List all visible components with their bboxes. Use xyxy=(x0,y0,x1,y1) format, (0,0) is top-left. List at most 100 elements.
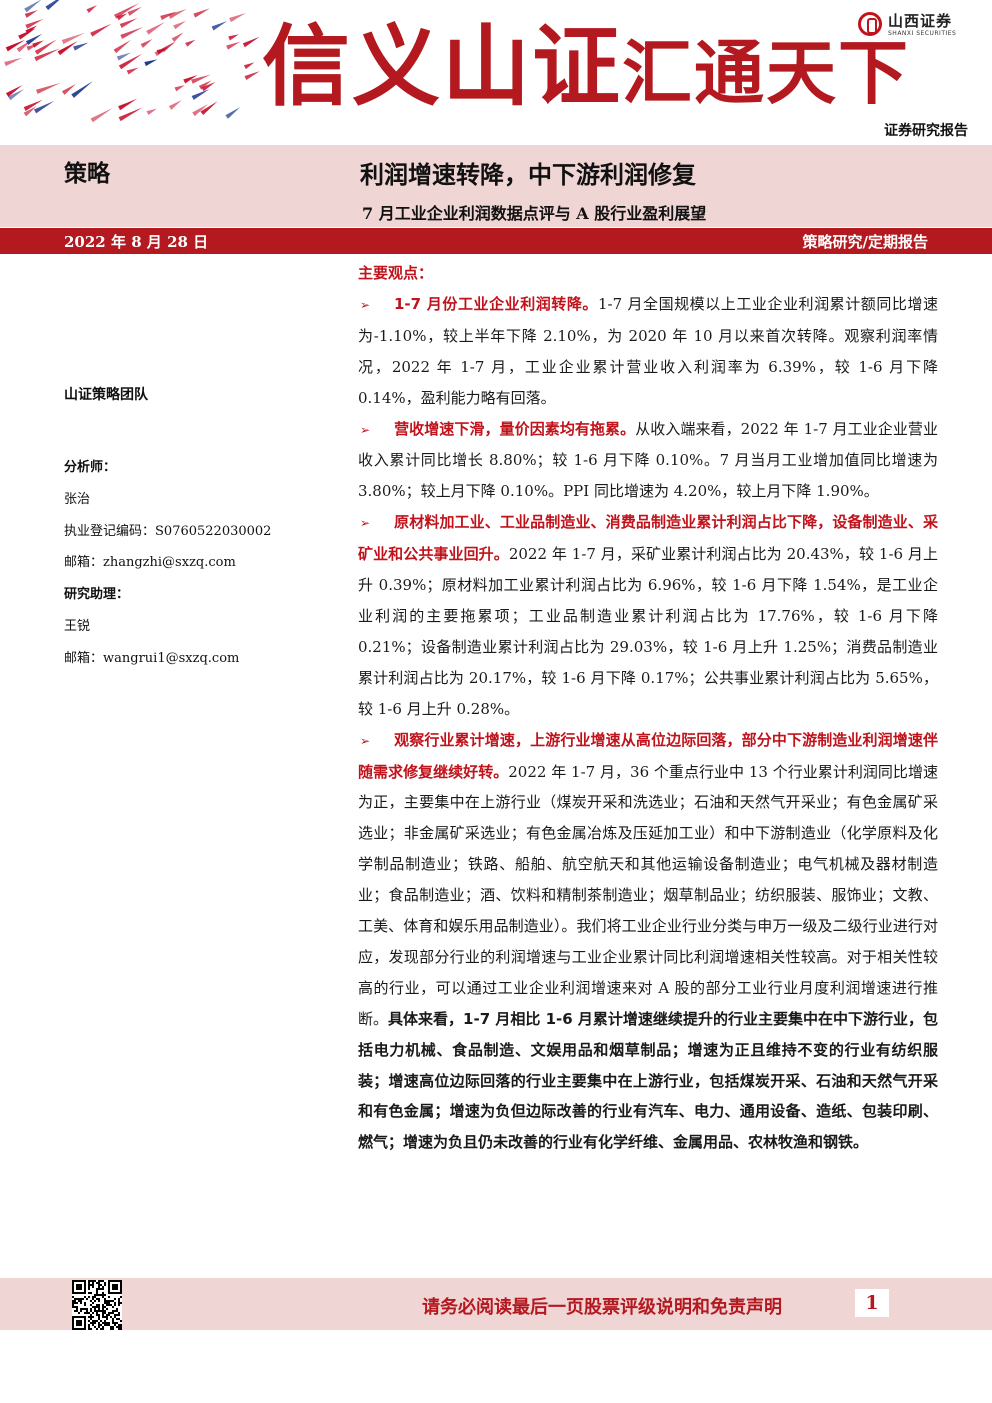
company-logo: 山西证券 SHANXI SECURITIES xyxy=(858,10,973,42)
arrow-bullet-icon: ➢ xyxy=(360,422,371,437)
slogan-part1: 信义山证 xyxy=(262,14,623,118)
arrow-shape xyxy=(73,42,89,51)
point-text: 2022 年 1-7 月，36 个重点行业中 13 个行业累计利润同比增速为正，… xyxy=(358,762,938,1028)
arrow-shape xyxy=(119,101,131,110)
title-band xyxy=(0,145,992,227)
header-banner: 信义山证汇通天下 山西证券 SHANXI SECURITIES 证券研究报告 xyxy=(0,0,992,142)
key-point: ➢1-7 月份工业企业利润转降。1-7 月全国规模以上工业企业利润累计额同比增速… xyxy=(358,289,938,414)
point-highlight: 原材料加工业、工业品制造业、消费品制造业累计利润占比下降，设备制造业、采矿业和公… xyxy=(358,513,938,564)
arrow-bullet-icon: ➢ xyxy=(360,733,371,748)
team-name: 山证策略团队 xyxy=(64,387,148,403)
qr-code-icon[interactable] xyxy=(72,1280,122,1330)
key-point: ➢观察行业累计增速，上游行业增速从高位边际回落，部分中下游制造业利润增速伴随需求… xyxy=(358,725,938,1159)
arrow-shape xyxy=(243,62,255,70)
arrow-bullet-icon: ➢ xyxy=(360,297,371,312)
arrow-shape xyxy=(24,10,38,18)
arrow-shape xyxy=(127,6,142,16)
arrow-shape xyxy=(113,3,139,19)
arrow-shape xyxy=(198,80,212,90)
arrow-shape xyxy=(116,13,128,21)
arrow-shape xyxy=(191,74,211,84)
footer-band xyxy=(0,1278,992,1330)
analyst-name: 张治 xyxy=(64,492,91,507)
arrow-shape xyxy=(146,22,165,35)
arrow-shape xyxy=(192,103,209,117)
arrow-shape xyxy=(5,39,25,52)
arrow-shape xyxy=(229,13,246,23)
arrow-shape xyxy=(61,84,76,95)
arrow-shape xyxy=(34,39,57,55)
arrow-shape xyxy=(25,33,43,45)
email-label: 邮箱： xyxy=(64,555,104,570)
logo-mark-icon xyxy=(858,12,882,36)
arrow-shape xyxy=(201,81,216,92)
key-point: ➢营收增速下滑，量价因素均有拖累。从收入端来看，2022 年 1-7 月工业企业… xyxy=(358,414,938,508)
arrow-shape xyxy=(90,23,112,37)
arrow-shape xyxy=(23,99,43,112)
analyst-label: 分析师： xyxy=(64,460,117,475)
report-category: 策略 xyxy=(64,161,110,187)
arrow-shape xyxy=(211,21,227,31)
key-points-heading: 主要观点： xyxy=(358,264,434,282)
arrow-shape xyxy=(174,85,185,92)
assistant-name: 王锐 xyxy=(64,619,91,634)
arrow-shape xyxy=(119,17,138,28)
analyst-email[interactable]: zhangzhi@sxzq.com xyxy=(103,555,236,570)
arrow-shape xyxy=(24,0,41,13)
arrow-shape xyxy=(118,53,143,70)
arrow-shape xyxy=(185,39,196,47)
page-number: 1 xyxy=(855,1289,889,1317)
arrow-decoration xyxy=(4,0,260,123)
arrow-shape xyxy=(228,34,239,41)
arrow-shape xyxy=(90,107,113,123)
main-content: 主要观点： ➢1-7 月份工业企业利润转降。1-7 月全国规模以上工业企业利润累… xyxy=(358,258,938,1158)
disclaimer[interactable]: 请务必阅读最后一页股票评级说明和免责声明 xyxy=(422,1297,782,1318)
arrow-shape xyxy=(225,107,241,119)
analyst-email-line: 邮箱：zhangzhi@sxzq.com xyxy=(64,551,236,570)
slogan: 信义山证汇通天下 xyxy=(262,22,910,110)
point-highlight: 观察行业累计增速，上游行业增速从高位边际回落，部分中下游制造业利润增速伴随需求修… xyxy=(358,730,938,781)
logo-name-en: SHANXI SECURITIES xyxy=(888,30,957,37)
arrow-shape xyxy=(183,74,198,84)
arrow-shape xyxy=(36,82,61,94)
arrow-shape xyxy=(161,41,176,53)
report-series: 策略研究/定期报告 xyxy=(802,233,928,251)
arrow-shape xyxy=(18,28,36,40)
arrow-shape xyxy=(244,71,260,81)
arrow-shape xyxy=(86,5,97,14)
date-band xyxy=(0,228,992,254)
arrow-shape xyxy=(8,88,25,101)
arrow-shape xyxy=(5,85,23,97)
arrow-shape xyxy=(45,0,60,11)
arrow-shape xyxy=(4,57,23,67)
assistant-email[interactable]: wangrui1@sxzq.com xyxy=(103,651,240,666)
arrow-shape xyxy=(144,59,158,67)
key-point: ➢原材料加工业、工业品制造业、消费品制造业累计利润占比下降，设备制造业、采矿业和… xyxy=(358,507,938,724)
arrow-shape xyxy=(171,32,184,43)
arrow-shape xyxy=(226,41,241,50)
arrow-shape xyxy=(71,80,93,98)
arrow-shape xyxy=(200,101,218,115)
arrow-shape xyxy=(146,108,157,116)
point-highlight: 1-7 月份工业企业利润转降。 xyxy=(394,294,598,313)
arrow-shape xyxy=(113,39,131,54)
cert-label: 执业登记编码： xyxy=(64,524,156,539)
arrow-shape xyxy=(168,9,187,19)
arrow-shape xyxy=(57,41,78,56)
arrow-shape xyxy=(32,40,44,48)
point-highlight: 营收增速下滑，量价因素均有拖累。 xyxy=(394,419,636,438)
arrow-shape xyxy=(34,100,55,114)
report-title: 利润增速转降，中下游利润修复 xyxy=(360,161,696,189)
arrow-shape xyxy=(168,100,182,110)
arrow-shape xyxy=(116,52,132,61)
cert-number: S0760522030002 xyxy=(155,524,272,539)
arrow-shape xyxy=(160,11,178,20)
report-type: 证券研究报告 xyxy=(884,123,968,139)
arrow-shape xyxy=(118,107,143,122)
report-date: 2022 年 8 月 28 日 xyxy=(64,233,209,251)
arrow-shape xyxy=(25,19,44,29)
arrow-shape xyxy=(120,26,144,39)
arrow-shape xyxy=(173,20,187,30)
arrow-shape xyxy=(242,36,260,48)
logo-name-cn: 山西证券 xyxy=(888,12,953,30)
